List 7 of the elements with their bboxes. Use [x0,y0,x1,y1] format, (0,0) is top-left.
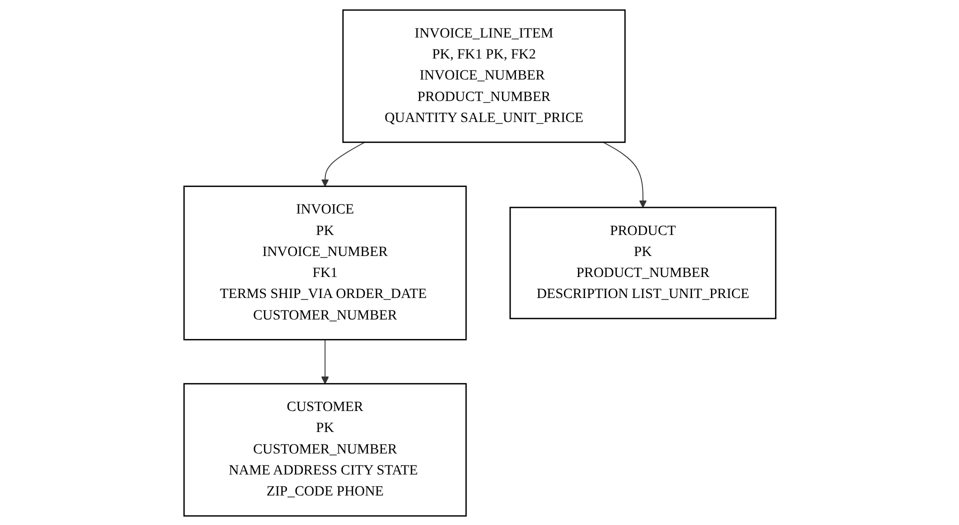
node-box: INVOICE_LINE_ITEM PK, FK1 PK, FK2 INVOICE_NUMBER PRODUCT_NUMBER QUANTITY SALE_UNIT_PRICE [342,8,626,142]
node-box: CUSTOMER PK CUSTOMER_NUMBER NAME ADDRESS CITY STATE ZIP_CODE PHONE [183,382,466,516]
node-box: PRODUCT PK PRODUCT_NUMBER DESCRIPTION LIST_UNIT_PRICE [509,206,776,319]
arrow [320,338,329,384]
arrow [602,141,646,208]
node-box: INVOICE PK INVOICE_NUMBER FK1 TERMS SHIP_VIA ORDER_DATE CUSTOMER_NUMBER [183,185,466,340]
arrow [320,141,365,186]
